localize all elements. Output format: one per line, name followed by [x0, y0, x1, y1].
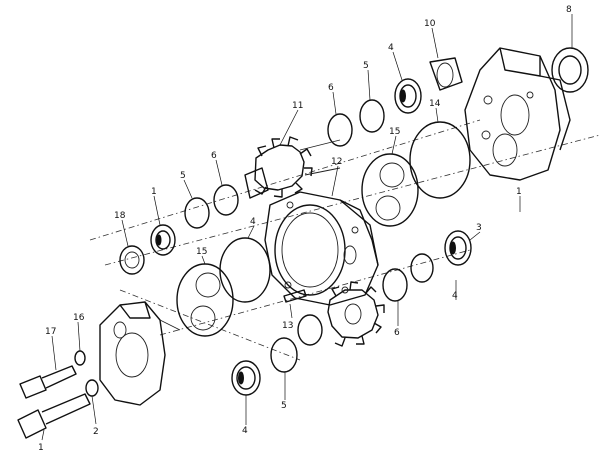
lbl-1-right: 1: [516, 187, 522, 197]
lbl-16: 16: [73, 313, 85, 323]
bearing-4-top: [394, 78, 422, 114]
o-ring-5-bottom-a: [297, 314, 323, 346]
plug-18: [119, 245, 145, 275]
o-ring-5-top: [359, 99, 385, 133]
lbl-17: 17: [45, 327, 56, 337]
o-ring-6-top: [327, 113, 353, 147]
lbl-1-bottom: 1: [38, 443, 44, 453]
rear-housing: [464, 47, 571, 181]
bearing-1-mid: [150, 224, 176, 256]
axis-lines: [89, 119, 600, 361]
lbl-11: 11: [292, 101, 303, 111]
lbl-5-top: 5: [363, 61, 369, 71]
seal-ring-8: [551, 47, 589, 93]
drive-gear-11: [244, 136, 341, 199]
wear-plate-15-top: [361, 153, 419, 227]
front-cover: [99, 301, 181, 406]
o-ring-6-left: [213, 184, 239, 216]
lbl-4-top: 4: [388, 43, 394, 53]
o-ring-4-mid: [219, 237, 271, 303]
bearing-bottom: [231, 360, 261, 396]
part-labels: 8 10 4 5 6 11 14 15 12 6 5 1 18 4 15 1 3…: [38, 5, 572, 453]
lbl-6-left: 6: [211, 151, 217, 161]
lbl-3: 3: [476, 223, 482, 233]
lbl-12: 12: [331, 157, 342, 167]
lbl-14: 14: [429, 99, 441, 109]
lbl-5-bottom: 5: [281, 401, 287, 411]
lbl-6-top: 6: [328, 83, 334, 93]
ring-14: [409, 121, 471, 199]
gear-housing-12: [264, 191, 379, 306]
lbl-13: 13: [282, 321, 293, 331]
wear-plate-15-left: [176, 263, 234, 337]
leader-lines: [41, 14, 573, 441]
dowel-pin-13: [283, 289, 307, 303]
bearing-4-right: [444, 230, 472, 266]
o-ring-5-bottom: [270, 337, 298, 373]
lbl-15-top: 15: [389, 127, 400, 137]
lbl-18: 18: [114, 211, 126, 221]
lbl-1-mid: 1: [151, 187, 157, 197]
o-ring-6-bottom: [382, 268, 408, 302]
lbl-4-mid: 4: [250, 217, 256, 227]
lbl-5-left: 5: [180, 171, 186, 181]
bolt-1-bottom: [17, 393, 91, 439]
washer-16: [74, 350, 86, 366]
lbl-2: 2: [93, 427, 99, 437]
o-ring-right-1: [410, 253, 434, 283]
lbl-10: 10: [424, 19, 436, 29]
lbl-4-bottom: 4: [242, 426, 248, 436]
bolt-17: [19, 365, 77, 399]
coupling-10: [429, 57, 463, 91]
lbl-6-bottom: 6: [394, 328, 400, 338]
lbl-15-left: 15: [196, 247, 207, 257]
washer-1-bottom: [85, 379, 99, 397]
o-ring-5-left: [184, 197, 210, 229]
driven-gear: [327, 281, 385, 347]
lbl-8: 8: [566, 5, 572, 15]
lbl-4-right: 4: [452, 291, 458, 301]
